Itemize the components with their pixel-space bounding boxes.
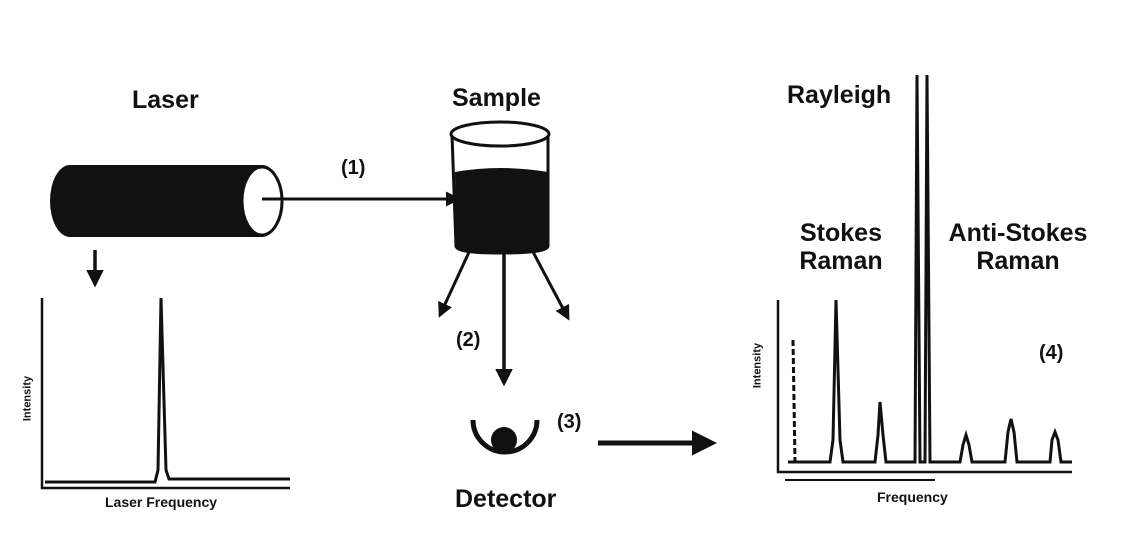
laser-label: Laser	[132, 86, 199, 114]
laser-plot-axes	[40, 298, 290, 490]
step-2-label: (2)	[456, 329, 481, 351]
anti-stokes-raman-label: Anti-Stokes Raman	[944, 221, 1092, 274]
raman-spectrum-plot	[776, 74, 1072, 481]
scatter-arrow-left	[438, 249, 472, 318]
anti-stokes-raman-line-2: Raman	[976, 247, 1060, 275]
step-4-label: (4)	[1039, 342, 1064, 364]
stokes-raman-line-2: Raman	[799, 247, 883, 275]
stokes-raman-label: Stokes Raman	[795, 221, 887, 274]
raman-spectrum-trace	[788, 74, 1072, 464]
raman-plot-xlabel: Frequency	[877, 489, 948, 505]
stokes-raman-line-1: Stokes	[800, 219, 882, 247]
laser-plot-xlabel: Laser Frequency	[105, 494, 218, 510]
rayleigh-label: Rayleigh	[787, 81, 892, 109]
laser-tube-icon	[50, 165, 284, 237]
laser-spectrum-plot	[40, 297, 290, 490]
raman-plot-ylabel: Intensity	[751, 342, 764, 389]
step-1-label: (1)	[341, 157, 366, 179]
raman-plot-axes	[776, 300, 1072, 474]
detector-icon	[470, 419, 540, 455]
scatter-arrow-right	[530, 249, 570, 321]
step-3-label: (3)	[557, 411, 582, 433]
raman-peak-dashed	[791, 339, 797, 463]
laser-plot-ylabel: Intensity	[21, 375, 34, 422]
detector-label: Detector	[455, 485, 557, 513]
laser-line-peak	[45, 297, 290, 484]
anti-stokes-raman-line-1: Anti-Stokes	[948, 219, 1088, 247]
sample-beaker-icon	[449, 120, 551, 255]
sample-label: Sample	[452, 84, 541, 112]
